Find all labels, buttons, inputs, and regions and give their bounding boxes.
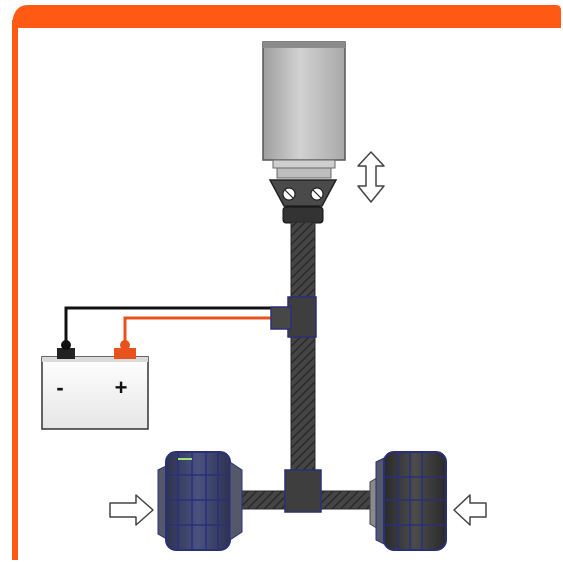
left-air-bladder [157, 451, 243, 551]
vertical-hose [290, 221, 316, 498]
double-headed-vertical-arrow-icon [357, 151, 385, 203]
battery-positive-label: + [115, 375, 128, 400]
right-air-bladder [369, 451, 447, 551]
lower-tee [284, 469, 322, 513]
left-pointing-arrow-icon [453, 494, 487, 526]
wires [64, 306, 272, 342]
battery-negative-label: - [56, 375, 63, 400]
red-wire [123, 316, 272, 342]
frame-top-bar [12, 5, 561, 28]
negative-terminal [57, 340, 75, 359]
right-pointing-arrow-icon [109, 494, 154, 526]
valve-bracket [268, 179, 338, 224]
battery: - + [41, 340, 149, 430]
actuator-cylinder [262, 41, 346, 179]
solenoid-tee [270, 296, 317, 338]
positive-terminal [114, 340, 136, 359]
frame-left-bar [12, 20, 18, 560]
horizontal-hose [235, 469, 371, 513]
black-wire [64, 306, 272, 342]
